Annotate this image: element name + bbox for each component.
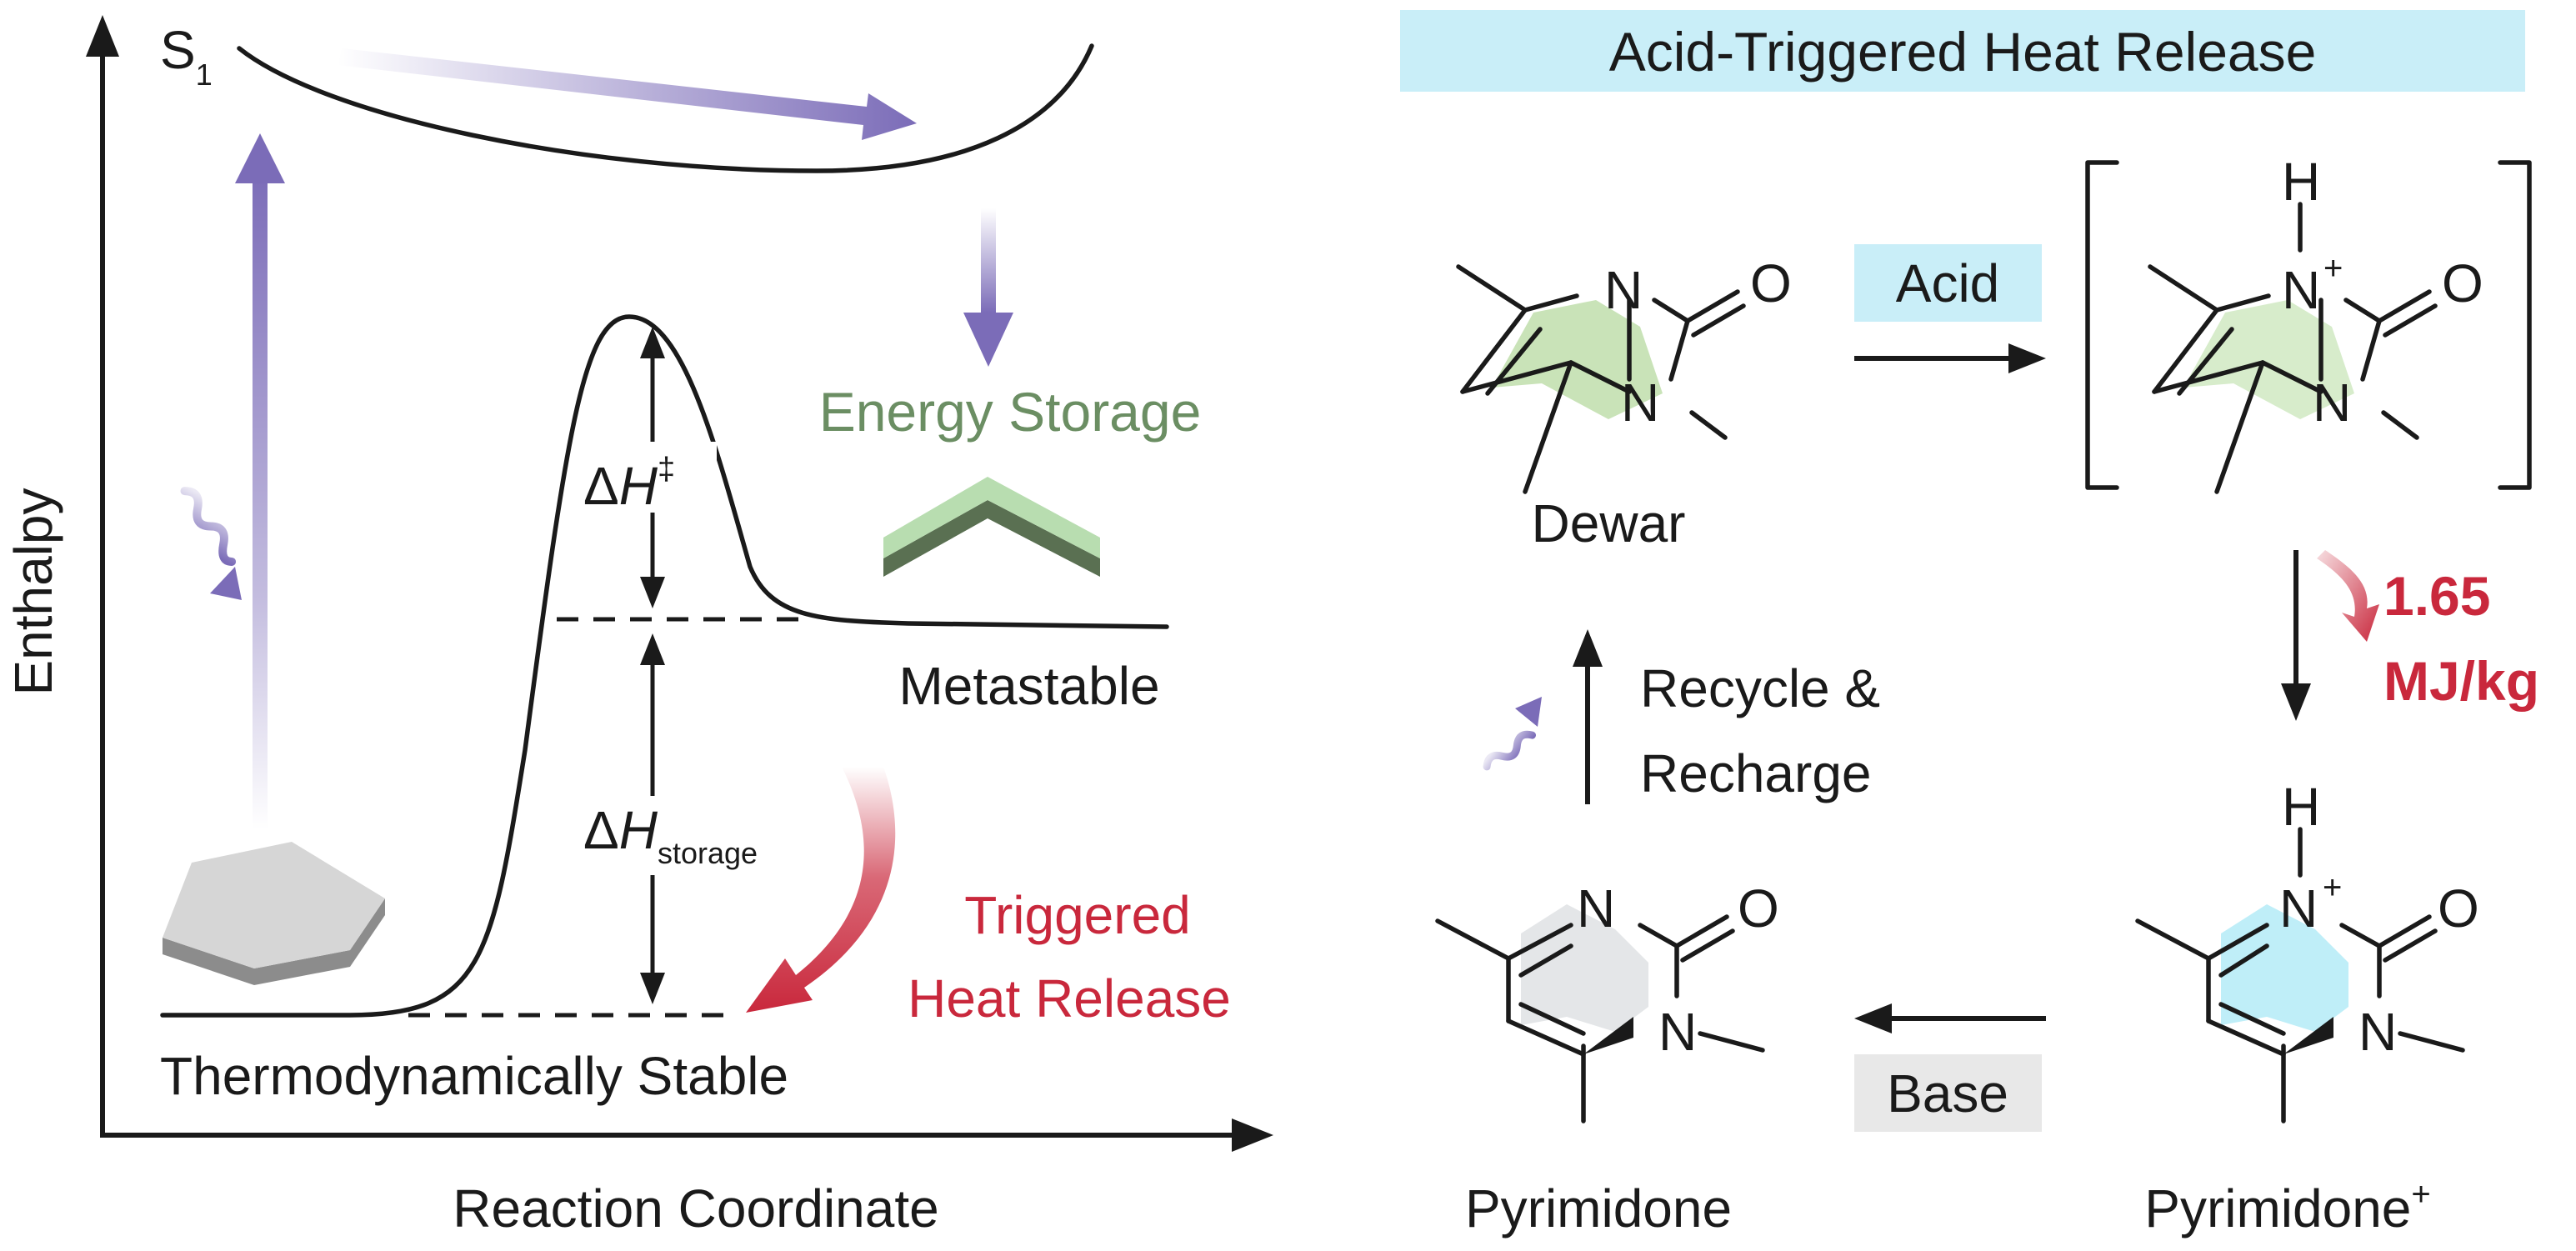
excitation-arrow-shaft (253, 171, 268, 829)
s1-potential-curve (237, 43, 1094, 173)
axes (86, 15, 1273, 1152)
pyrimidone-molecule: N O N (1435, 878, 1779, 1123)
scheme-title-bg (1400, 10, 2525, 92)
recycle-label-line1: Recycle & (1640, 658, 1880, 718)
svg-text:O: O (2438, 878, 2479, 938)
energy-value-line2: MJ/kg (2383, 650, 2539, 712)
storage-arrow-head (963, 313, 1013, 367)
axis-x-label: Reaction Coordinate (453, 1178, 938, 1238)
svg-text:O: O (1750, 253, 1792, 313)
photon-wavy-arrow (180, 487, 242, 600)
recycle-photon-icon (1483, 697, 1542, 771)
ground-state-curve (160, 314, 1169, 1018)
svg-text:N: N (2282, 260, 2320, 320)
svg-text:N: N (1658, 1002, 1697, 1062)
svg-text:H: H (2282, 777, 2320, 837)
stable-label: Thermodynamically Stable (160, 1046, 788, 1106)
energy-diagram: Enthalpy Reaction Coordinate S1 (3, 15, 1273, 1238)
acid-label: Acid (1896, 253, 2000, 313)
base-label-bg (1854, 1054, 2042, 1132)
triggered-label-line2: Heat Release (908, 968, 1231, 1028)
storage-arrow-shaft (981, 208, 996, 313)
svg-text:N: N (1621, 373, 1659, 433)
metastable-label: Metastable (898, 656, 1159, 716)
svg-text:N: N (2313, 373, 2351, 433)
base-label: Base (1887, 1063, 2008, 1123)
svg-text:O: O (1738, 878, 1779, 938)
y-axis-arrowhead (86, 15, 119, 57)
energy-value-line1: 1.65 (2383, 565, 2490, 627)
energy-storage-label: Energy Storage (819, 381, 1202, 443)
scheme-title: Acid-Triggered Heat Release (1609, 21, 2317, 83)
pyrimidone-plus-label: Pyrimidone+ (2144, 1176, 2430, 1238)
svg-text:+: + (2323, 250, 2343, 287)
recycle-label-line2: Recharge (1640, 743, 1872, 803)
x-axis-arrowhead (1232, 1118, 1273, 1152)
dewar-tile-icon (883, 477, 1100, 577)
small-heat-arrow (2317, 550, 2379, 642)
s1-label: S1 (160, 20, 213, 92)
svg-text:N: N (2358, 1002, 2397, 1062)
dewar-molecule: N O N (1456, 253, 1792, 494)
delta-h-barrier-label: ΔH‡ (583, 452, 675, 516)
pyrimidone-label: Pyrimidone (1465, 1178, 1732, 1238)
svg-text:+: + (2323, 869, 2342, 906)
svg-text:N: N (1577, 878, 1615, 938)
protonated-pyrimidone: H N + O N (2135, 777, 2479, 1123)
s1-relaxation-arrow (338, 48, 917, 140)
svg-text:N: N (1604, 260, 1643, 320)
svg-text:N: N (2279, 878, 2318, 938)
heat-release-arrow (746, 767, 896, 1013)
acid-label-bg (1854, 244, 2042, 322)
dewar-label: Dewar (1532, 493, 1686, 553)
chemical-scheme: Acid-Triggered Heat Release N O N Dewar … (1400, 10, 2539, 1238)
excitation-arrow-head (235, 133, 285, 183)
pyrimidone-tile-icon (163, 842, 385, 985)
delta-h-storage-label: ΔHstorage (583, 800, 758, 870)
axis-y-label: Enthalpy (3, 488, 63, 695)
protonated-dewar-intermediate: H N + O N (2085, 152, 2532, 494)
triggered-label-line1: Triggered (964, 885, 1191, 945)
svg-text:O: O (2442, 253, 2483, 313)
svg-text:H: H (2282, 152, 2320, 212)
